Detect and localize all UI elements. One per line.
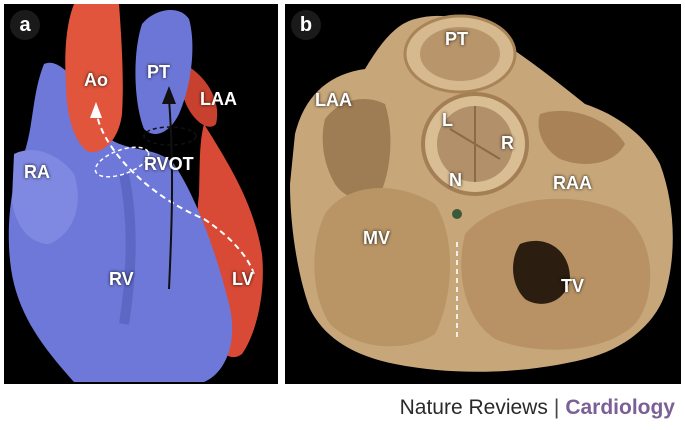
credit-separator: |	[553, 396, 560, 419]
publication-credit: Nature Reviews|Cardiology	[400, 396, 675, 420]
label-ra: RA	[24, 162, 50, 182]
label-rv: RV	[109, 269, 134, 289]
journal-name: Cardiology	[565, 396, 675, 419]
label-raa: RAA	[553, 173, 592, 193]
label-laa: LAA	[315, 90, 352, 110]
label-pt: PT	[445, 29, 469, 49]
label-r: R	[501, 133, 514, 153]
label-laa: LAA	[200, 89, 237, 109]
panel-b-badge: b	[291, 10, 321, 40]
label-mv: MV	[363, 228, 390, 248]
label-pt: PT	[147, 62, 171, 82]
label-tv: TV	[561, 276, 585, 296]
panel-a-badge: a	[10, 10, 40, 40]
label-lv: LV	[232, 269, 254, 289]
panel-b-specimen-photo: b PT LAA L R N RAA MV TV	[285, 4, 681, 384]
label-n: N	[449, 170, 462, 190]
publication-name: Nature Reviews	[399, 396, 548, 419]
panel-b-image	[285, 4, 681, 384]
label-rvot: RVOT	[144, 154, 194, 174]
label-ao: Ao	[84, 70, 108, 90]
panel-a-3d-reconstruction: a Ao PT LAA RA RVOT RV LV	[4, 4, 278, 384]
label-l: L	[442, 110, 453, 130]
panel-a-image	[4, 4, 278, 384]
